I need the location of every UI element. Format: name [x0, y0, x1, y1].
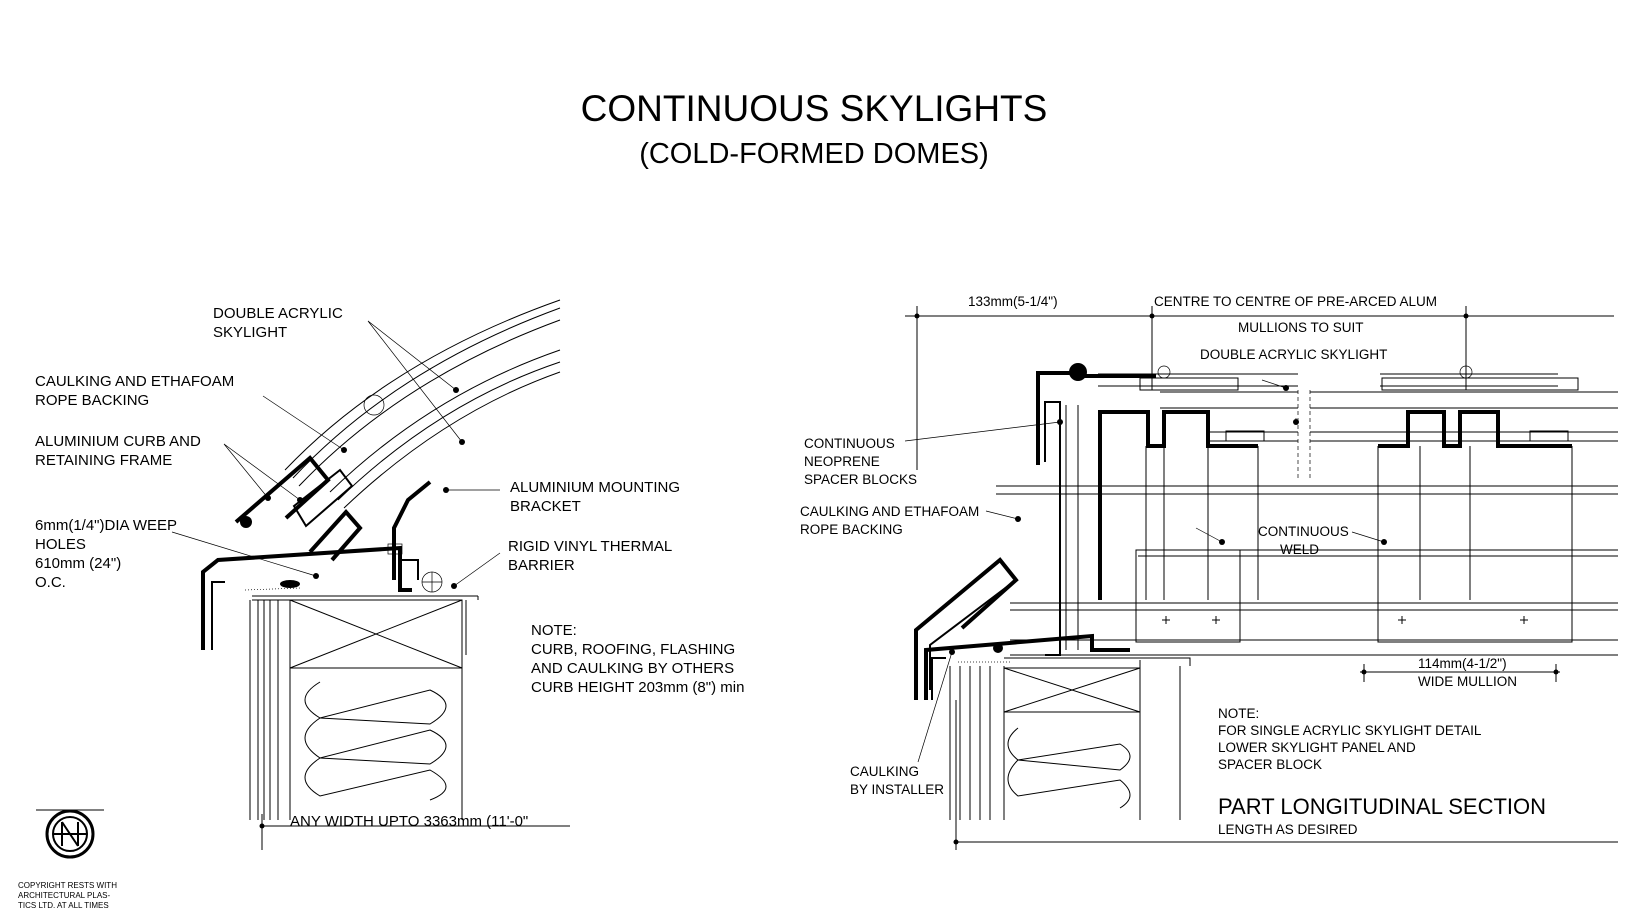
- copyright-line: TICS LTD. AT ALL TIMES: [18, 901, 109, 910]
- company-logo-icon: [36, 809, 104, 859]
- note-heading: NOTE:: [531, 622, 577, 639]
- section-subtitle: LENGTH AS DESIRED: [1218, 822, 1358, 837]
- copyright-line: ARCHITECTURAL PLAS-: [18, 891, 111, 900]
- right-labels: 133mm(5-1/4") CENTRE TO CENTRE OF PRE-AR…: [800, 294, 1546, 837]
- label-neoprene-spacer: NEOPRENE: [804, 454, 880, 469]
- label-continuous-weld: CONTINUOUS: [1258, 524, 1349, 539]
- copyright-line: COPYRIGHT RESTS WITH: [18, 881, 117, 890]
- label-thermal-barrier: RIGID VINYL THERMAL: [508, 538, 672, 555]
- label-curb-frame: RETAINING FRAME: [35, 452, 172, 469]
- label-double-acrylic-skylight: DOUBLE ACRYLIC SKYLIGHT: [1200, 347, 1387, 362]
- label-curb-frame: ALUMINIUM CURB AND: [35, 433, 201, 450]
- label-mullions-to-suit: MULLIONS TO SUIT: [1238, 320, 1364, 335]
- label-centre-to-centre: CENTRE TO CENTRE OF PRE-ARCED ALUM: [1154, 294, 1437, 309]
- note-line: CURB, ROOFING, FLASHING: [531, 641, 735, 658]
- label-thermal-barrier: BARRIER: [508, 557, 575, 574]
- note-heading: NOTE:: [1218, 706, 1259, 721]
- label-caulking-installer: BY INSTALLER: [850, 782, 944, 797]
- left-labels: DOUBLE ACRYLIC SKYLIGHT CAULKING AND ETH…: [35, 305, 744, 830]
- label-mounting-bracket: BRACKET: [510, 498, 581, 515]
- right-section-drawing: [904, 306, 1618, 850]
- label-neoprene-spacer: CONTINUOUS: [804, 436, 895, 451]
- note-line: FOR SINGLE ACRYLIC SKYLIGHT DETAIL: [1218, 723, 1482, 738]
- label-weep-holes: 610mm (24"): [35, 555, 121, 572]
- label-double-acrylic: DOUBLE ACRYLIC: [213, 305, 343, 322]
- drawing-title: CONTINUOUS SKYLIGHTS: [581, 88, 1048, 129]
- label-caulking-ethafoam: CAULKING AND ETHAFOAM: [800, 504, 979, 519]
- note-line: LOWER SKYLIGHT PANEL AND: [1218, 740, 1416, 755]
- section-title: PART LONGITUDINAL SECTION: [1218, 794, 1546, 819]
- label-continuous-weld: WELD: [1280, 542, 1319, 557]
- label-weep-holes: O.C.: [35, 574, 66, 591]
- left-section-drawing: [171, 299, 570, 850]
- label-neoprene-spacer: SPACER BLOCKS: [804, 472, 917, 487]
- label-double-acrylic: SKYLIGHT: [213, 324, 287, 341]
- dim-114mm: 114mm(4-1/2"): [1418, 656, 1507, 671]
- label-caulking-ethafoam: ROPE BACKING: [800, 522, 903, 537]
- label-caulking: ROPE BACKING: [35, 392, 149, 409]
- note-line: CURB HEIGHT 203mm (8") min: [531, 679, 744, 696]
- label-weep-holes: HOLES: [35, 536, 86, 553]
- note-line: AND CAULKING BY OTHERS: [531, 660, 734, 677]
- label-wide-mullion: WIDE MULLION: [1418, 674, 1517, 689]
- drawing-subtitle: (COLD-FORMED DOMES): [639, 138, 989, 170]
- label-mounting-bracket: ALUMINIUM MOUNTING: [510, 479, 680, 496]
- dim-133mm: 133mm(5-1/4"): [968, 294, 1058, 309]
- note-line: SPACER BLOCK: [1218, 757, 1322, 772]
- label-weep-holes: 6mm(1/4")DIA WEEP: [35, 517, 177, 534]
- label-any-width: ANY WIDTH UPTO 3363mm (11'-0": [290, 813, 528, 830]
- label-caulking-installer: CAULKING: [850, 764, 919, 779]
- label-caulking: CAULKING AND ETHAFOAM: [35, 373, 234, 390]
